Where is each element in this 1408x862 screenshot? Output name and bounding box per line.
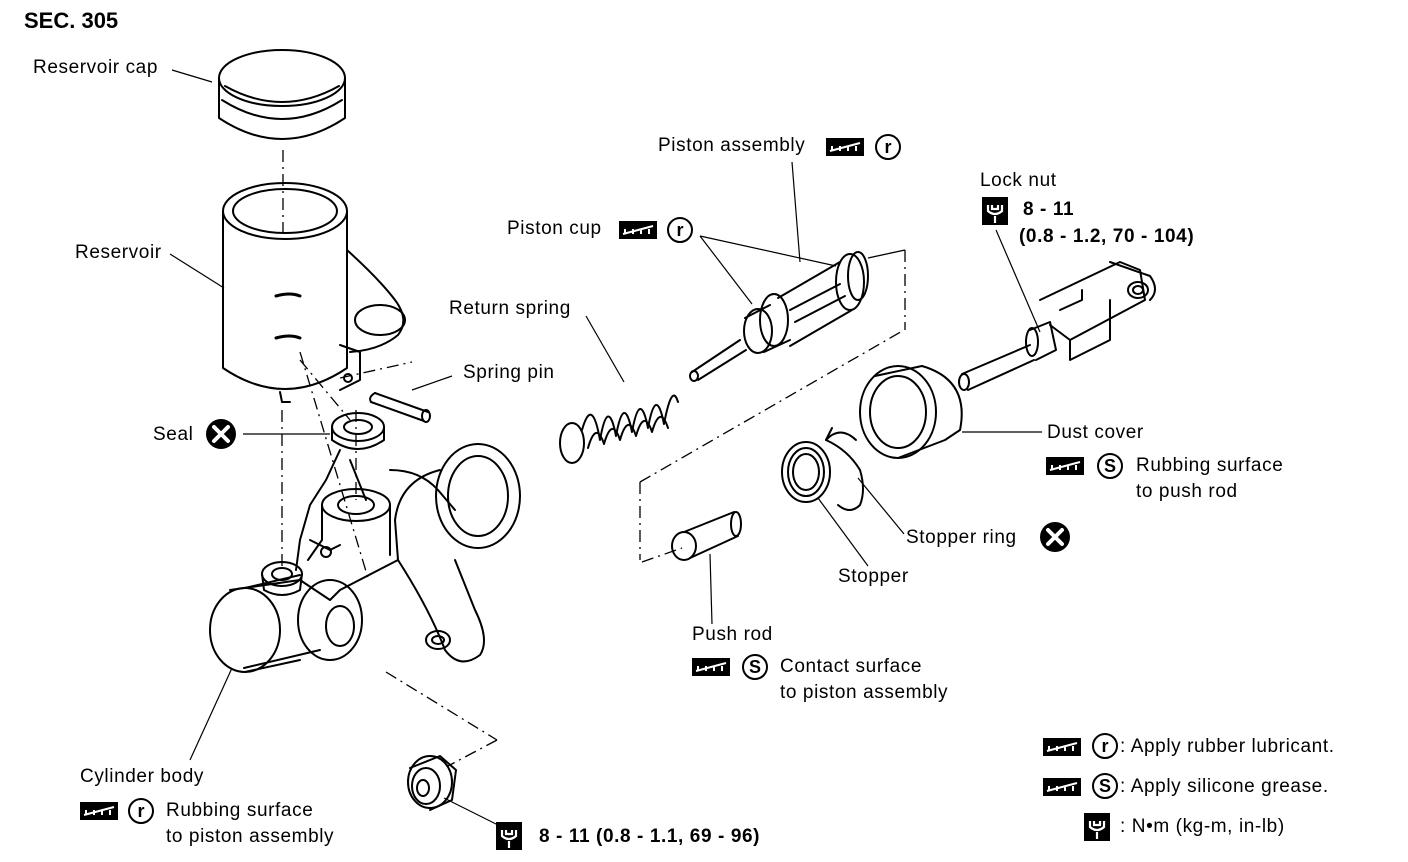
torque-wrench-icon xyxy=(982,197,1008,225)
reservoir-label: Reservoir xyxy=(75,242,162,263)
reservoir xyxy=(222,182,406,403)
spring-pin xyxy=(369,392,431,423)
push-rod-label: Push rod xyxy=(692,624,773,645)
cylinder-body xyxy=(209,443,521,673)
silicone-grease-icon: S xyxy=(1092,773,1118,799)
legend-rubber-text: : Apply rubber lubricant. xyxy=(1120,736,1335,757)
rubber-lubricant-icon: r xyxy=(128,798,154,824)
grease-tool-icon xyxy=(692,658,730,676)
cylinder-note-line1: Rubbing surface xyxy=(166,800,314,821)
grease-tool-icon xyxy=(1046,457,1084,475)
lock-nut-clevis xyxy=(958,261,1156,391)
rubber-lubricant-icon: r xyxy=(875,134,901,160)
section-number: SEC. 305 xyxy=(24,8,119,33)
dust-cover-note-line1: Rubbing surface xyxy=(1136,455,1284,476)
piston-assembly xyxy=(689,251,869,382)
push-rod-note-line2: to piston assembly xyxy=(780,682,949,703)
bottom-nut xyxy=(407,755,457,811)
lubricant-tool-icon xyxy=(826,138,864,156)
dust-cover-label: Dust cover xyxy=(1047,422,1144,443)
return-spring xyxy=(559,394,679,464)
torque-wrench-icon xyxy=(496,822,522,850)
push-rod xyxy=(671,511,742,561)
dust-cover-note-line2: to push rod xyxy=(1136,481,1238,502)
push-rod-note-line1: Contact surface xyxy=(780,656,923,677)
lubricant-tool-icon xyxy=(619,221,657,239)
spring-pin-label: Spring pin xyxy=(463,362,555,383)
cylinder-note-line2: to piston assembly xyxy=(166,826,335,847)
stopper-ring xyxy=(825,427,864,511)
replace-x-icon xyxy=(206,419,236,449)
piston-assembly-label: Piston assembly xyxy=(658,135,806,156)
piston-cup-label: Piston cup xyxy=(507,218,602,239)
lubricant-tool-icon xyxy=(1043,738,1081,756)
legend-silicone-text: : Apply silicone grease. xyxy=(1120,776,1329,797)
lock-nut-torque-value: 8 - 11 xyxy=(1023,199,1075,220)
seal xyxy=(331,412,385,450)
stopper xyxy=(781,441,831,503)
stopper-ring-label: Stopper ring xyxy=(906,527,1017,548)
lubricant-tool-icon xyxy=(80,802,118,820)
replace-x-icon xyxy=(1040,522,1070,552)
stopper-label: Stopper xyxy=(838,566,909,587)
rubber-lubricant-icon: r xyxy=(667,217,693,243)
rubber-lubricant-icon: r xyxy=(1092,733,1118,759)
grease-tool-icon xyxy=(1043,778,1081,796)
lock-nut-torque-range: (0.8 - 1.2, 70 - 104) xyxy=(1019,226,1195,247)
seal-label: Seal xyxy=(153,424,194,445)
lock-nut-label: Lock nut xyxy=(980,170,1057,191)
bottom-torque-value: 8 - 11 (0.8 - 1.1, 69 - 96) xyxy=(539,826,761,847)
cylinder-body-label: Cylinder body xyxy=(80,766,204,787)
legend-torque-text: : N•m (kg-m, in-lb) xyxy=(1120,816,1285,837)
reservoir-cap-label: Reservoir cap xyxy=(33,57,159,78)
torque-wrench-icon xyxy=(1084,813,1110,841)
reservoir-cap xyxy=(218,49,346,140)
silicone-grease-icon: S xyxy=(742,654,768,680)
return-spring-label: Return spring xyxy=(449,298,571,319)
silicone-grease-icon: S xyxy=(1097,453,1123,479)
dust-cover xyxy=(859,365,963,459)
